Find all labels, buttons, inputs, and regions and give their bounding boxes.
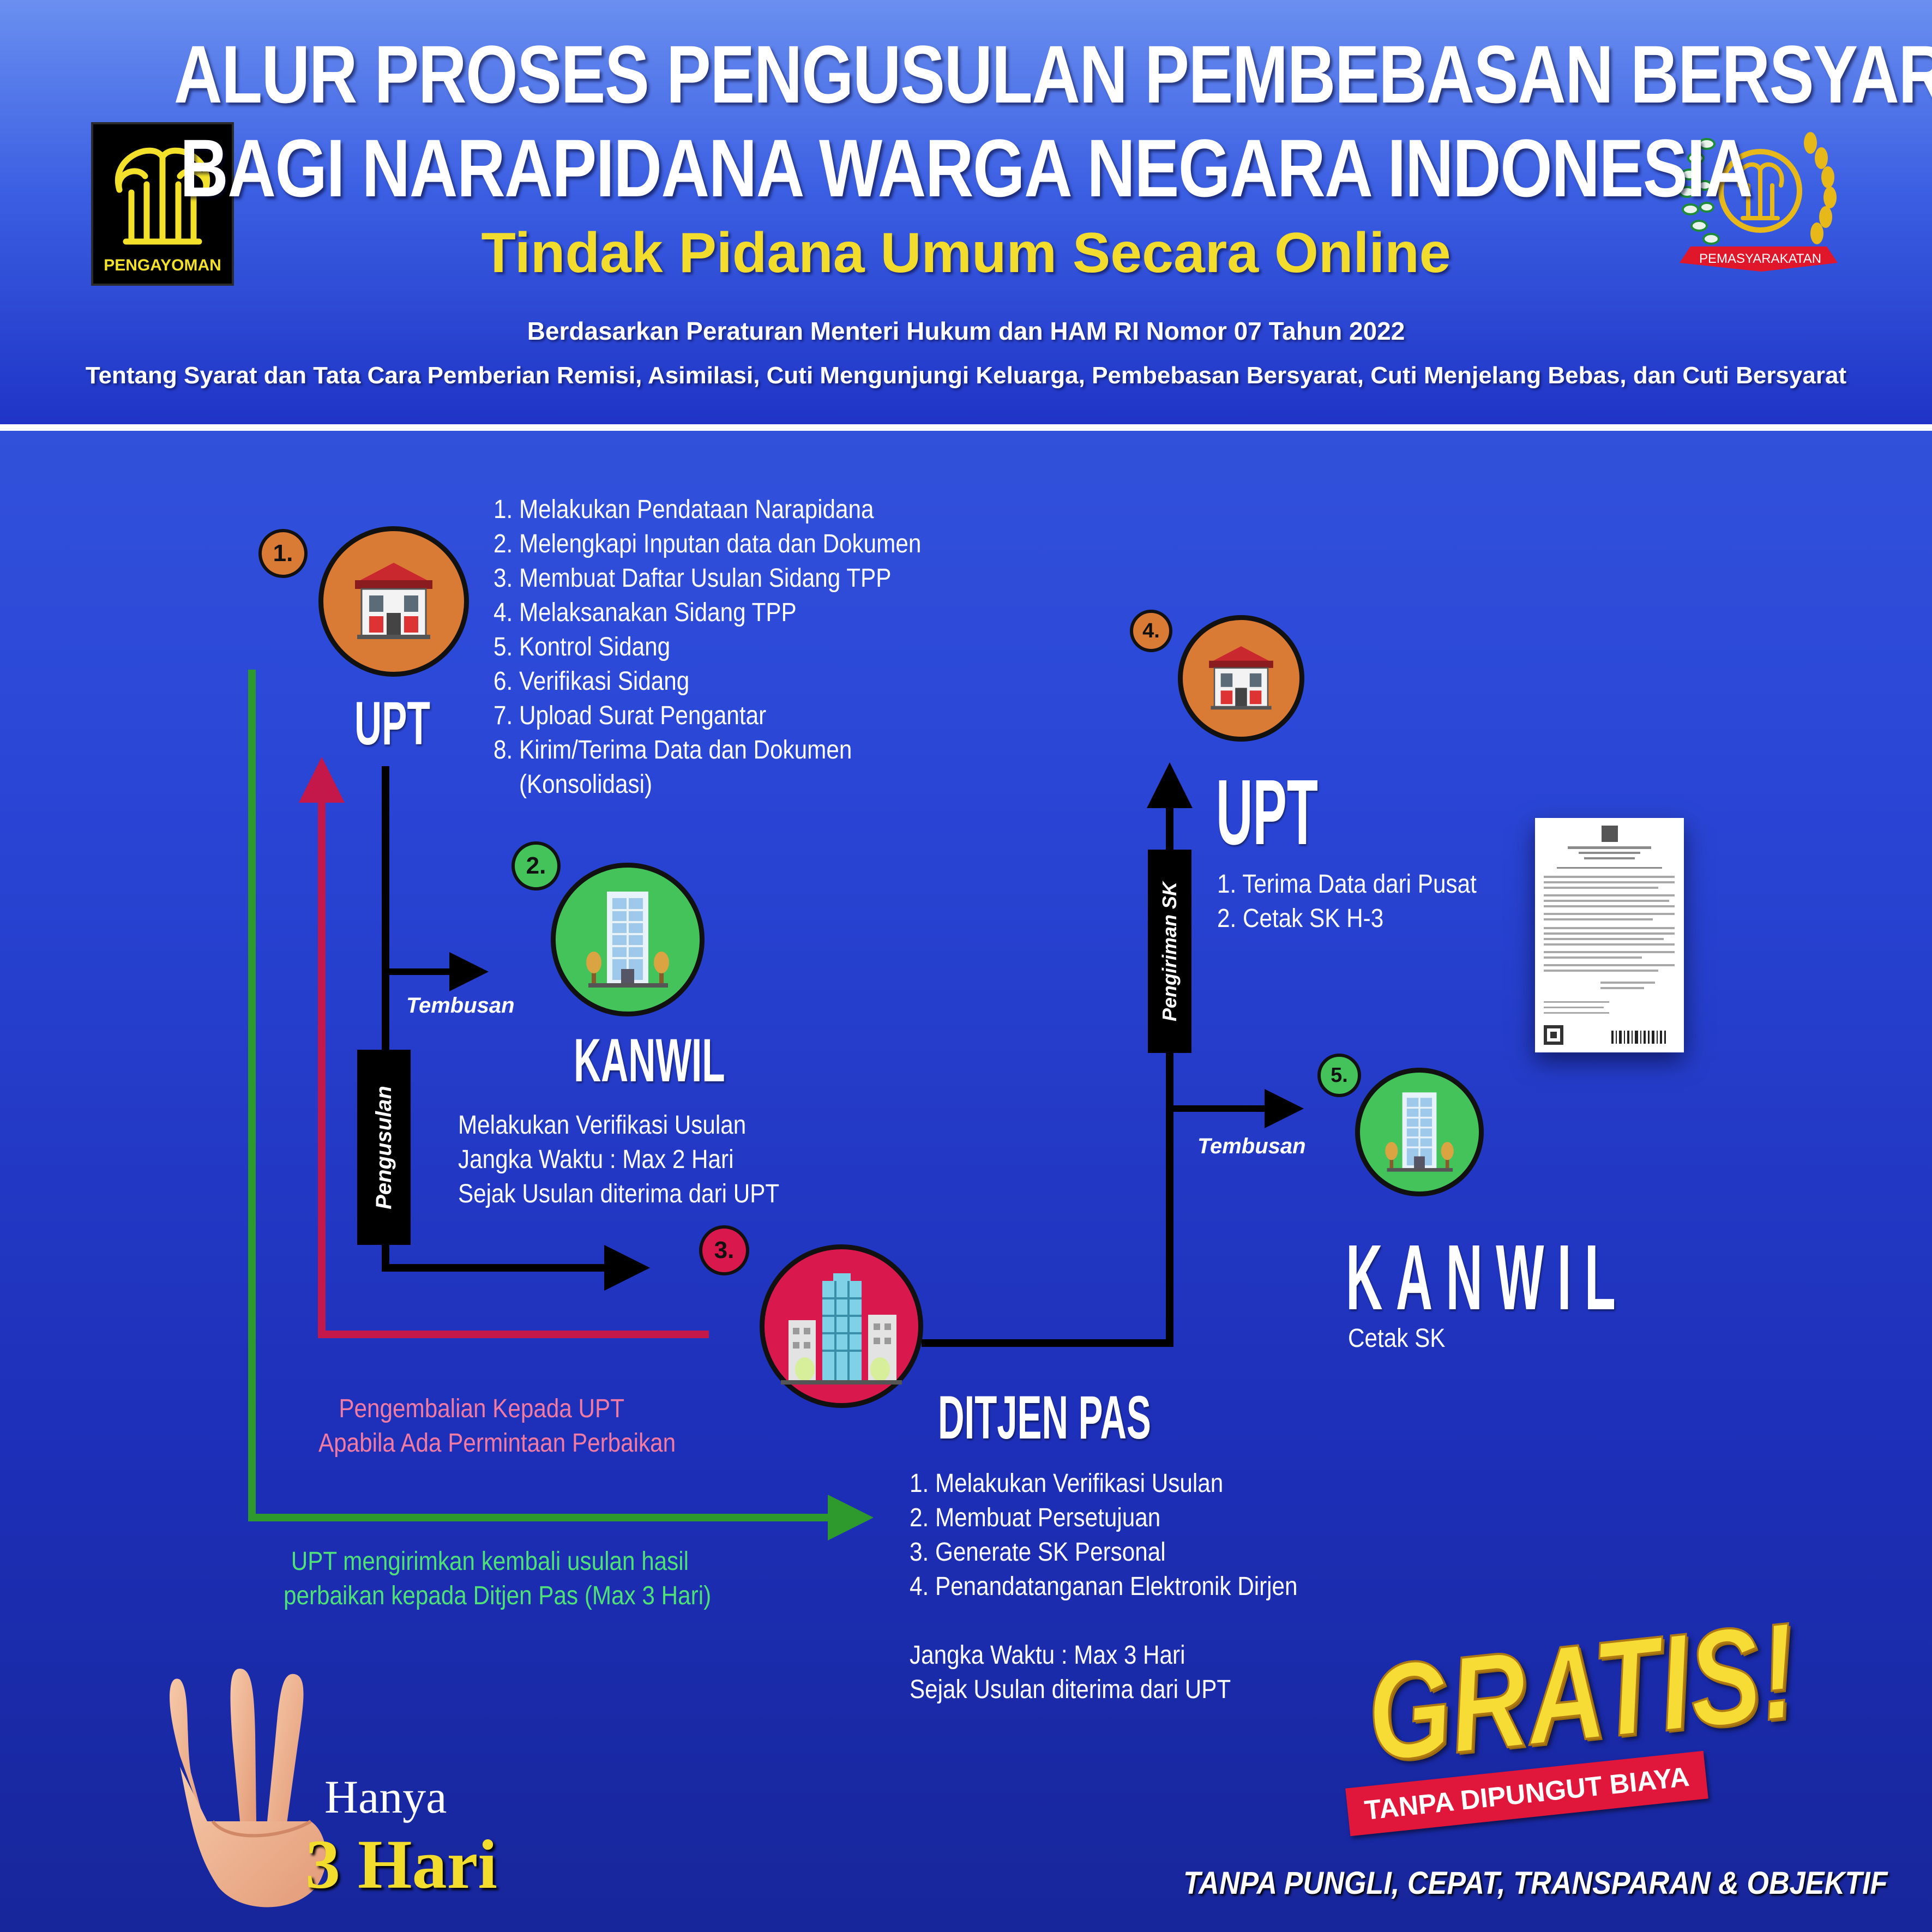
tagline: TANPA PUNGLI, CEPAT, TRANSPARAN & OBJEKT… — [1183, 1865, 1888, 1901]
regulation-basis: Berdasarkan Peraturan Menteri Hukum dan … — [527, 317, 1405, 345]
office-building-icon — [586, 892, 669, 988]
pengusulan-arrow — [382, 766, 650, 1291]
subtitle: Tindak Pidana Umum Secara Online — [481, 221, 1451, 285]
resubmit-arrow — [248, 670, 874, 1540]
title-line-1: ALUR PROSES PENGUSULAN PEMBEBASAN BERSYA… — [173, 28, 1932, 120]
ditjen-steps-list: 1. Melakukan Verifikasi Usulan 2. Membua… — [910, 1469, 1298, 1704]
pengiriman-sk-label: Pengiriman SK — [1148, 850, 1191, 1053]
kanwil-circle-2 — [551, 863, 705, 1016]
storefront-icon — [1209, 646, 1273, 710]
tembusan-label-1: Tembusan — [406, 994, 515, 1018]
pengayoman-logo: PENGAYOMAN — [91, 122, 234, 286]
return-arrow — [299, 757, 709, 1338]
pengayoman-logo-text: PENGAYOMAN — [104, 256, 221, 274]
tembusan-label-2: Tembusan — [1197, 1134, 1306, 1158]
upt-label-1: UPT — [354, 689, 430, 757]
only-label: Hanya — [324, 1771, 447, 1823]
upt-circle-4 — [1178, 615, 1304, 742]
upt-steps-list: 1. Melakukan Pendataan Narapidana 2. Mel… — [493, 495, 922, 799]
pemasyarakatan-emblem-icon: PEMASYARAKATAN — [1678, 132, 1838, 272]
upt-label-4: UPT — [1216, 761, 1318, 864]
pengayoman-tree-icon: PENGAYOMAN — [104, 147, 221, 274]
three-finger-hand-icon — [170, 1669, 327, 1907]
return-note: Pengembalian Kepada UPT Apabila Ada Perm… — [318, 1394, 676, 1458]
kanwil-circle-5 — [1355, 1068, 1484, 1196]
step-badge-3: 3. — [699, 1225, 749, 1275]
pengiriman-sk-arrow — [922, 762, 1193, 1347]
document-icon — [1544, 826, 1675, 1045]
ditjen-circle-3 — [760, 1244, 923, 1408]
kanwil-print-note: Cetak SK — [1348, 1324, 1446, 1353]
pemasyarakatan-logo-text: PEMASYARAKATAN — [1699, 251, 1821, 266]
step-badge-5: 5. — [1317, 1054, 1361, 1097]
office-building-icon — [1385, 1092, 1454, 1172]
city-buildings-icon — [781, 1273, 902, 1385]
header-banner — [0, 0, 1932, 424]
kanwil-label-2: KANWIL — [574, 1026, 725, 1094]
upt-circle-1 — [318, 526, 469, 677]
resubmit-note: UPT mengirimkan kembali usulan hasil per… — [284, 1547, 712, 1610]
storefront-icon — [355, 563, 432, 639]
sk-document-preview — [1535, 818, 1684, 1052]
step-badge-2: 2. — [511, 841, 561, 890]
pengusulan-label: Pengusulan — [357, 1050, 411, 1245]
header-divider — [0, 424, 1932, 431]
regulation-scope: Tentang Syarat dan Tata Cara Pemberian R… — [85, 362, 1847, 389]
kanwil-label-5: KANWIL — [1346, 1226, 1629, 1329]
kanwil-verification-note: Melakukan Verifikasi Usulan Jangka Waktu… — [458, 1111, 780, 1208]
upt-receive-steps: 1. Terima Data dari Pusat 2. Cetak SK H-… — [1217, 870, 1477, 933]
step-badge-4: 4. — [1130, 610, 1172, 652]
step-badge-1: 1. — [258, 529, 308, 578]
pemasyarakatan-logo: PEMASYARAKATAN — [1674, 120, 1843, 284]
three-days-label: 3 Hari — [305, 1826, 497, 1903]
title-line-2: BAGI NARAPIDANA WARGA NEGARA INDONESIA — [180, 122, 1753, 214]
ditjen-pas-label: DITJEN PAS — [938, 1383, 1151, 1452]
